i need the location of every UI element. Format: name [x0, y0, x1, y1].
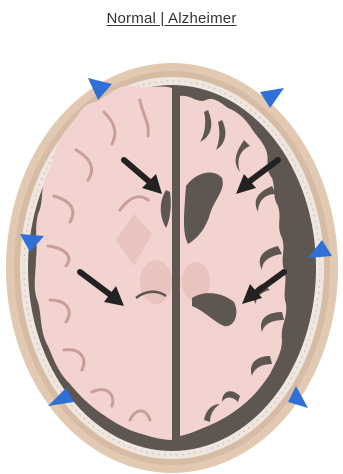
- left-thalamus: [140, 260, 172, 304]
- brain-comparison-illustration: [0, 36, 343, 474]
- figure-title: Normal | Alzheimer: [0, 10, 343, 27]
